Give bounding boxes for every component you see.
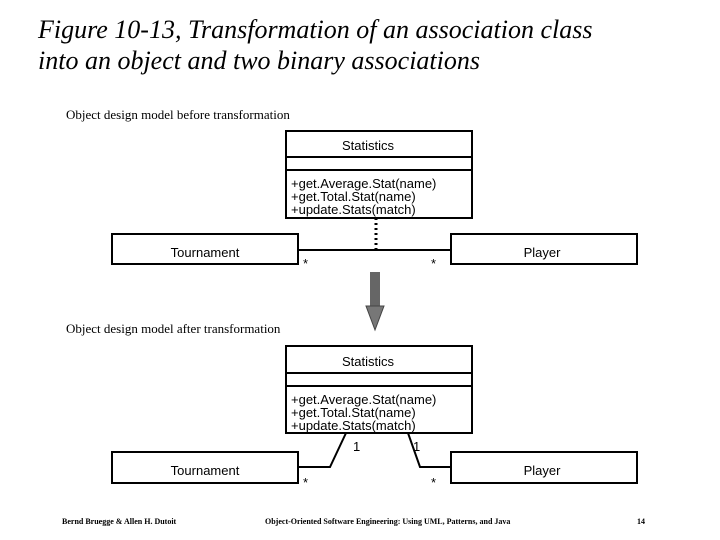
after-association-tournament-statistics xyxy=(298,432,347,468)
footer-authors: Bernd Bruegge & Allen H. Dutoit xyxy=(62,517,177,526)
transformation-arrow xyxy=(365,272,385,332)
before-tournament-class: Tournament xyxy=(111,233,299,265)
after-association-player-statistics xyxy=(407,432,451,468)
before-statistics-method-2: +get.Total.Stat(name) xyxy=(291,189,416,204)
footer-book-title: Object-Oriented Software Engineering: Us… xyxy=(265,517,511,526)
before-mult-left: * xyxy=(303,256,308,271)
after-statistics-class: Statistics +get.Average.Stat(name) +get.… xyxy=(285,345,473,434)
before-player-name: Player xyxy=(524,245,562,260)
before-statistics-box xyxy=(285,130,473,219)
before-statistics-method-1: +get.Average.Stat(name) xyxy=(291,176,436,191)
after-mult-right-bottom: * xyxy=(431,475,436,490)
after-mult-right-top: 1 xyxy=(413,439,420,454)
footer-page-number: 14 xyxy=(637,517,645,526)
figure-title-line-1: Figure 10-13, Transformation of an assoc… xyxy=(38,15,593,44)
after-statistics-method-2: +get.Total.Stat(name) xyxy=(291,405,416,420)
after-statistics-name: Statistics xyxy=(342,354,395,369)
before-tournament-name: Tournament xyxy=(171,245,240,260)
after-player-name: Player xyxy=(524,463,562,478)
transformation-arrow-shaft xyxy=(370,272,380,308)
figure-title-line-2: into an object and two binary associatio… xyxy=(38,46,480,75)
transformation-arrow-head xyxy=(365,305,385,332)
after-mult-left-bottom: * xyxy=(303,475,308,490)
before-mult-right: * xyxy=(431,256,436,271)
after-mult-left-top: 1 xyxy=(353,439,360,454)
after-tournament-class: Tournament xyxy=(111,451,299,484)
caption-before: Object design model before transformatio… xyxy=(66,107,290,122)
after-statistics-box xyxy=(285,345,473,434)
before-statistics-name: Statistics xyxy=(342,138,395,153)
before-model: Statistics +get.Average.Stat(name) +get.… xyxy=(111,130,638,271)
figure-title: Figure 10-13, Transformation of an assoc… xyxy=(38,14,708,76)
after-tournament-name: Tournament xyxy=(171,463,240,478)
before-statistics-class: Statistics +get.Average.Stat(name) +get.… xyxy=(285,130,473,219)
before-tournament-box xyxy=(111,233,299,265)
caption-after: Object design model after transformation xyxy=(66,321,281,336)
after-statistics-method-3: +update.Stats(match) xyxy=(291,418,416,433)
after-player-class: Player xyxy=(450,451,638,484)
after-statistics-method-1: +get.Average.Stat(name) xyxy=(291,392,436,407)
before-statistics-method-3: +update.Stats(match) xyxy=(291,202,416,217)
before-player-box xyxy=(450,233,638,265)
after-model: Statistics +get.Average.Stat(name) +get.… xyxy=(111,345,638,490)
before-player-class: Player xyxy=(450,233,638,265)
